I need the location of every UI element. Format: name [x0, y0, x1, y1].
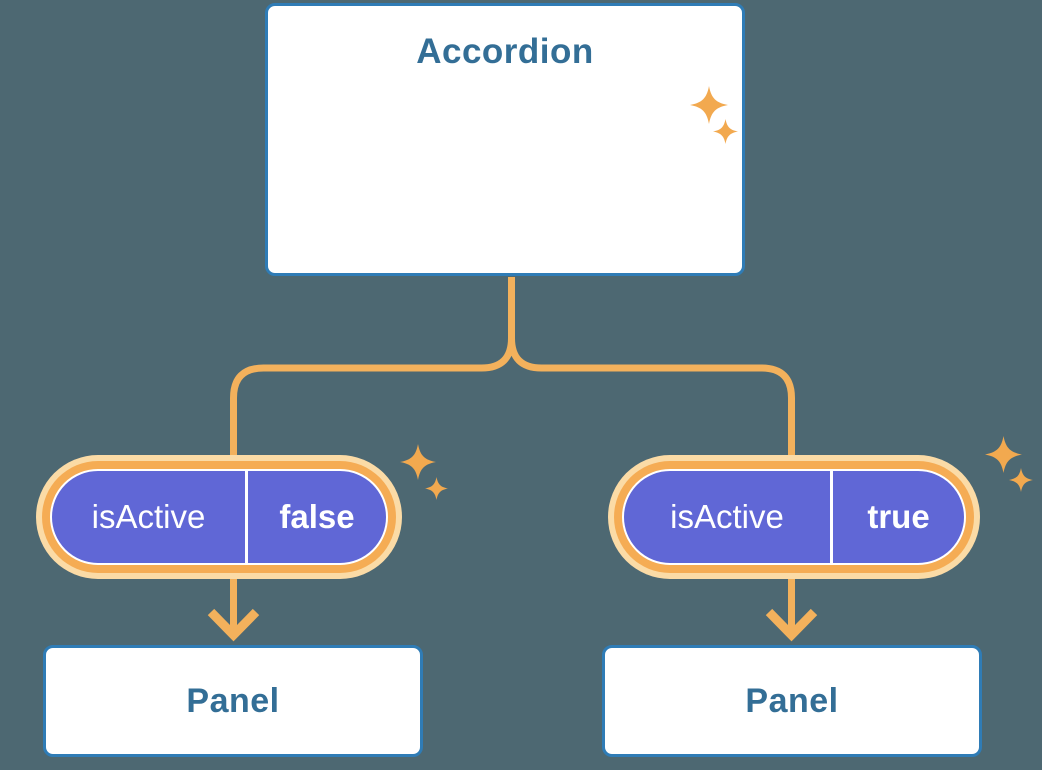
sparkle-icon — [690, 86, 728, 124]
sparkle-icon — [400, 444, 436, 480]
prop-pill-value: false — [279, 498, 355, 535]
prop-pill-true: isActive true — [622, 469, 966, 565]
branch-left-line — [230, 277, 515, 631]
prop-pill-divider — [245, 471, 248, 563]
sparkle-icon — [425, 477, 448, 500]
panel-box-left: Panel — [43, 645, 423, 757]
prop-pill-value: true — [867, 498, 930, 535]
prop-pill-divider — [830, 471, 833, 563]
sparkle-icon — [1009, 468, 1033, 492]
accordion-box: Accordion — [265, 3, 745, 276]
panel-label: Panel — [186, 681, 280, 720]
arrow-down-left-icon — [207, 608, 260, 642]
sparkle-icon — [985, 436, 1022, 473]
prop-pill-false: isActive false — [50, 469, 388, 565]
branch-right-line — [508, 277, 795, 631]
sparkle-icon — [713, 119, 738, 144]
panel-label: Panel — [745, 681, 839, 720]
prop-pill-name: isActive — [670, 498, 784, 535]
panel-box-right: Panel — [602, 645, 982, 757]
prop-pill-name: isActive — [91, 498, 206, 535]
accordion-title: Accordion — [416, 32, 594, 71]
arrow-down-right-icon — [765, 608, 818, 642]
